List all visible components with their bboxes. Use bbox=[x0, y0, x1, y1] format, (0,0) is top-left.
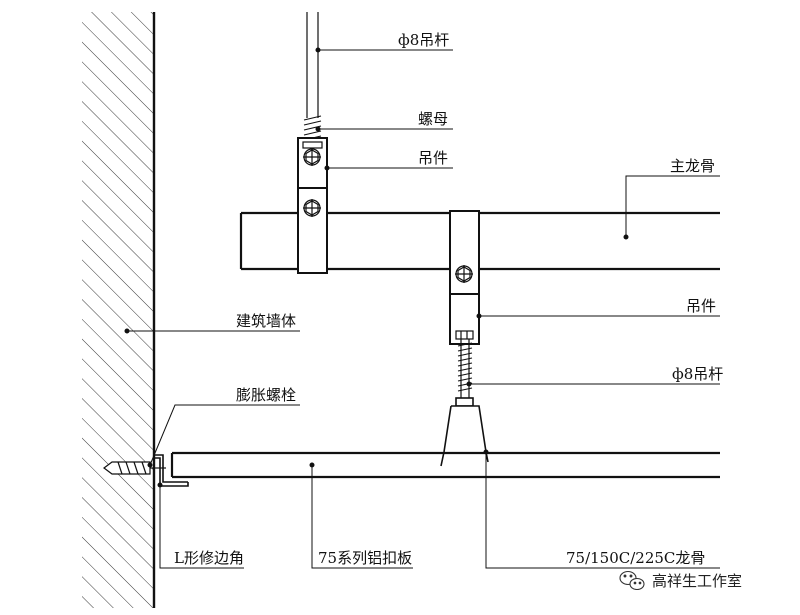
c-keel-label: 75/150C/225C龙骨 bbox=[566, 549, 705, 567]
middle-bolt-icon bbox=[455, 265, 473, 283]
watermark-text: 高祥生工作室 bbox=[652, 572, 742, 590]
panel-label: 75系列铝扣板 bbox=[318, 549, 412, 567]
building-wall bbox=[82, 12, 156, 608]
l-trim-label: L形修边角 bbox=[174, 549, 244, 567]
c-keel bbox=[440, 397, 489, 467]
expansion-bolt bbox=[103, 461, 166, 475]
wechat-icon bbox=[619, 570, 645, 591]
wall-label: 建筑墙体 bbox=[236, 312, 296, 330]
main-keel-label: 主龙骨 bbox=[670, 157, 715, 175]
middle-hanger-label: 吊件 bbox=[686, 297, 716, 315]
middle-nut-icon bbox=[455, 330, 474, 340]
aluminum-panel bbox=[170, 451, 720, 479]
top-rod-label: ф8吊杆 bbox=[398, 31, 449, 49]
middle-rod-thread bbox=[457, 342, 473, 392]
middle-rod-label: ф8吊杆 bbox=[672, 365, 723, 383]
top-hanger-rod bbox=[306, 12, 319, 118]
nut-label: 螺母 bbox=[418, 110, 448, 128]
watermark: 高祥生工作室 bbox=[619, 570, 742, 591]
top-bolt-icon bbox=[303, 199, 321, 217]
leader-lines bbox=[124, 47, 720, 569]
top-nut-icon bbox=[303, 148, 321, 166]
top-hanger-label: 吊件 bbox=[418, 149, 448, 167]
expansion-bolt-label: 膨胀螺栓 bbox=[236, 386, 296, 404]
